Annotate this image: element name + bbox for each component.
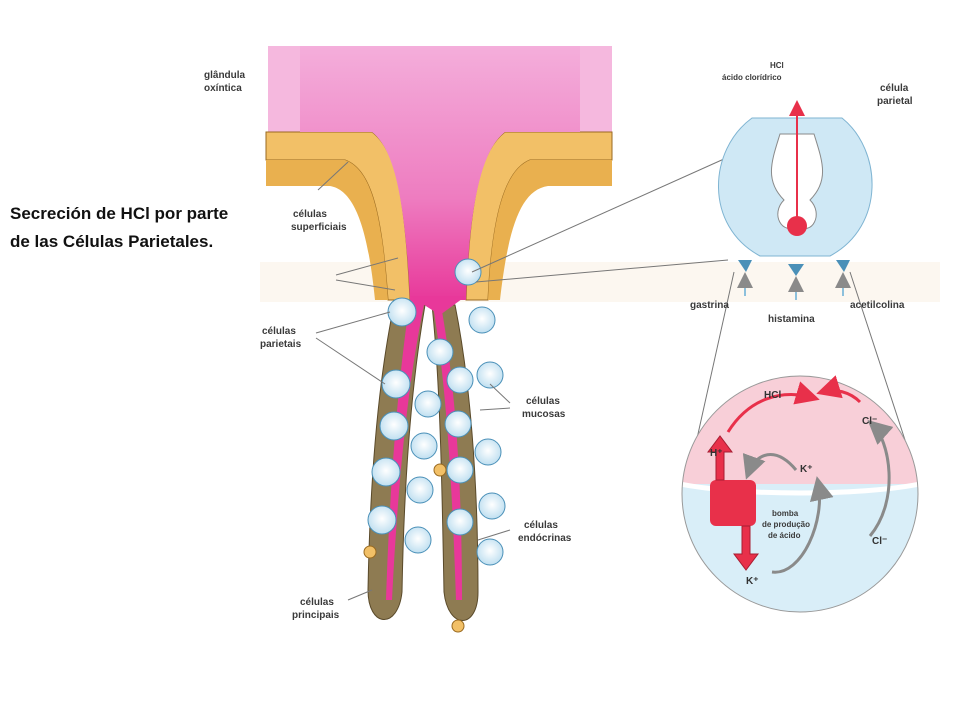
h-arrow-out: [707, 435, 733, 481]
label-mucosas-2: mucosas: [522, 409, 566, 420]
parietal-cell: [404, 526, 432, 554]
parietal-cell: [478, 492, 506, 520]
label-mucosas-1: células: [526, 396, 560, 407]
lumen-left-channel: [386, 300, 425, 600]
parietal-cell: [381, 369, 411, 399]
label-celula-parietal-2: parietal: [877, 96, 913, 107]
parietal-cell: [446, 456, 474, 484]
label-glandula-1: glândula: [204, 70, 246, 81]
label-parietais-1: células: [262, 326, 296, 337]
signal-arrows: [737, 272, 851, 300]
ion-hcl: HCl: [764, 390, 781, 401]
ion-k-mid: K⁺: [800, 464, 813, 475]
parietal-cell: [446, 366, 474, 394]
label-superficiais-1: células: [293, 209, 327, 220]
parietal-cell: [406, 476, 434, 504]
label-endocrinas-2: endócrinas: [518, 533, 572, 544]
parietal-cell: [446, 508, 474, 536]
parietal-cell: [454, 258, 482, 286]
parietal-cell: [444, 410, 472, 438]
parietal-cell: [468, 306, 496, 334]
label-principais-2: principais: [292, 610, 340, 621]
epithelium-shadow-right: [488, 160, 612, 300]
parietal-cell: [371, 457, 401, 487]
pump-label-3: de ácido: [768, 531, 801, 540]
label-acetilcolina: acetilcolina: [850, 300, 905, 311]
label-hcl-title: HCl: [770, 61, 784, 70]
pump-label-1: bomba: [772, 509, 799, 518]
parietal-cell: [387, 297, 417, 327]
parietal-cell: [474, 438, 502, 466]
cl-transport-arrow: [867, 420, 894, 537]
ion-k-bottom: K⁺: [746, 576, 759, 587]
label-endocrinas-1: células: [524, 520, 558, 531]
parietal-cell: [476, 361, 504, 389]
ion-cl-top: Cl⁻: [862, 416, 877, 427]
pump-label-2: de produção: [762, 520, 810, 529]
endocrine-cell: [433, 463, 447, 477]
label-acido-cloridrico: ácido clorídrico: [722, 73, 782, 82]
ion-cl-bottom: Cl⁻: [872, 536, 887, 547]
k-recycle-arrow-top: [742, 452, 798, 480]
label-celula-parietal-1: célula: [880, 83, 909, 94]
parietal-cell: [426, 338, 454, 366]
k-recycle-arrow-bottom: [771, 476, 834, 574]
label-gastrina: gastrina: [690, 300, 729, 311]
receptors: [738, 260, 850, 276]
ion-h: H⁺: [710, 448, 723, 459]
epithelium-shadow-left: [266, 160, 388, 300]
parietal-cell: [476, 538, 504, 566]
acid-pump: [710, 480, 756, 526]
parietal-cell: [379, 411, 409, 441]
slide-caption: Secreción de HCl por parte de las Célula…: [10, 204, 229, 251]
parietal-cell: [410, 432, 438, 460]
endocrine-cell: [451, 619, 465, 633]
label-superficiais-2: superficiais: [291, 222, 347, 233]
label-glandula-2: oxíntica: [204, 83, 242, 94]
k-arrow-in: [733, 525, 759, 571]
parietal-cell: [414, 390, 442, 418]
endocrine-cell: [363, 545, 377, 559]
label-histamina: histamina: [768, 314, 815, 325]
label-parietais-2: parietais: [260, 339, 302, 350]
parietal-cell: [367, 505, 397, 535]
label-principais-1: células: [300, 597, 334, 608]
gland-lumen: [300, 46, 580, 300]
magnified-circle-outline: [681, 375, 919, 613]
parietal-cells: [367, 258, 506, 566]
cl-to-hcl-arrow: [816, 375, 862, 404]
lumen-junction: [410, 296, 466, 315]
hcl-formation-arrow: [726, 381, 820, 433]
proton-pump-small: [787, 216, 807, 236]
